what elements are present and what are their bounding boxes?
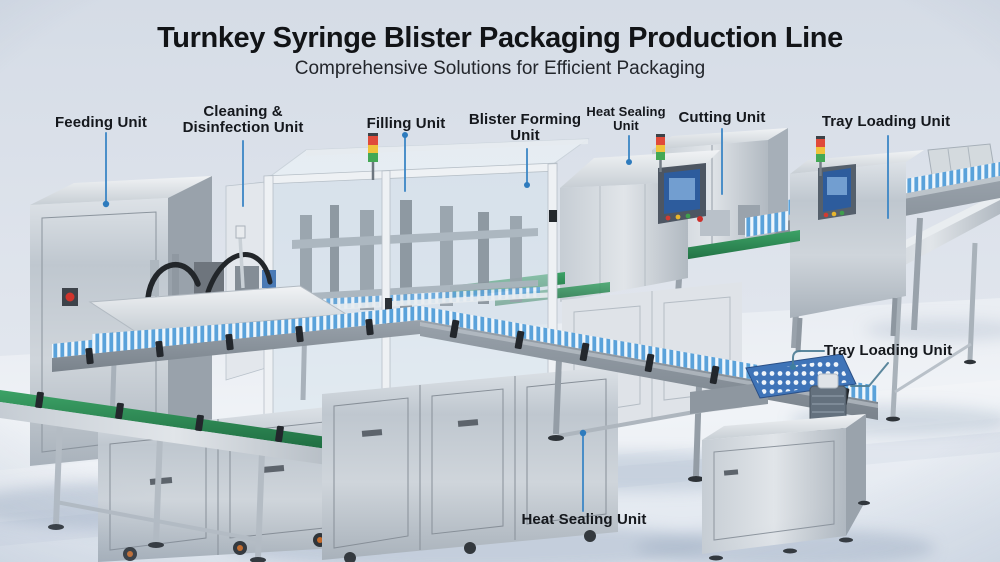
- label-filling-unit: Filling Unit: [366, 115, 446, 132]
- label-feeding-unit: Feeding Unit: [54, 114, 148, 131]
- label-cleaning-disinfection-unit: Cleaning & Disinfection Unit: [183, 104, 304, 136]
- label-tray-loading-unit-mid: Tray Loading Unit: [823, 342, 953, 359]
- label-blister-forming-unit: Blister Forming Unit: [469, 112, 581, 144]
- page-title: Turnkey Syringe Blister Packaging Produc…: [157, 22, 843, 54]
- label-line: Disinfection Unit: [182, 119, 304, 136]
- label-heat-sealing-unit-top: Heat Sealing Unit: [586, 105, 665, 133]
- label-heat-sealing-unit-bottom: Heat Sealing Unit: [521, 511, 647, 528]
- label-line: Blister Forming: [468, 111, 582, 128]
- label-cutting-unit: Cutting Unit: [678, 109, 766, 126]
- page-subtitle: Comprehensive Solutions for Efficient Pa…: [294, 58, 706, 79]
- label-line: Unit: [613, 118, 639, 133]
- label-line: Unit: [510, 127, 540, 144]
- label-line: Cleaning &: [203, 103, 283, 120]
- label-tray-loading-unit-top: Tray Loading Unit: [821, 113, 951, 130]
- label-line: Heat Sealing: [586, 104, 666, 119]
